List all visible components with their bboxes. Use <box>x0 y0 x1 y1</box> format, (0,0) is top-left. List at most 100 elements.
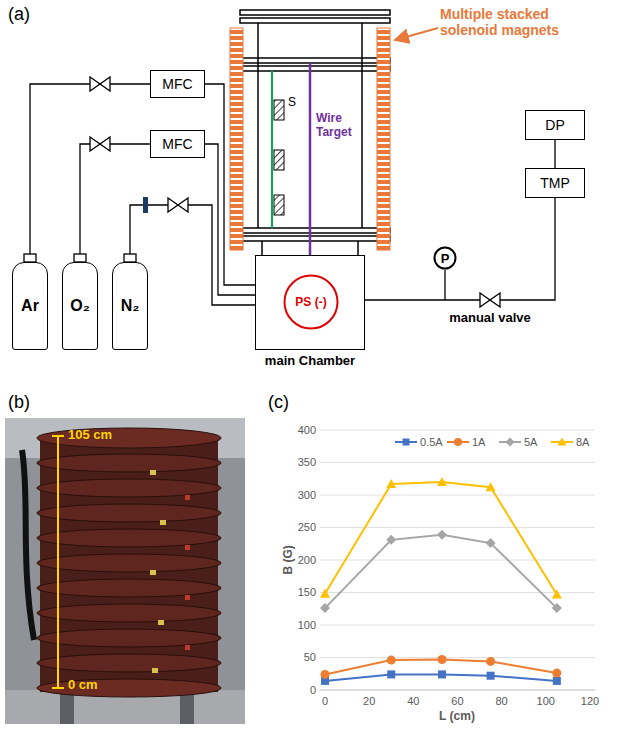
solenoid-magnets <box>230 28 438 250</box>
photo <box>37 654 221 672</box>
grid-line <box>320 592 595 593</box>
y-tick: 150 <box>298 586 316 599</box>
panel-label: (a) <box>8 4 30 25</box>
node-label: DP <box>545 117 564 133</box>
grid-line <box>320 527 595 528</box>
mass-flow-controller: MFC <box>150 130 205 158</box>
y-tick: 400 <box>298 424 316 437</box>
sample-holder <box>274 100 284 120</box>
x-tick: 40 <box>407 695 419 708</box>
data-marker <box>454 438 462 446</box>
legend-text: 1A <box>472 436 485 448</box>
pipe-line <box>554 140 555 168</box>
grid-line <box>320 430 595 431</box>
wire-target-line <box>309 63 312 273</box>
legend-swatch <box>447 437 469 447</box>
photo <box>160 520 166 525</box>
photo <box>37 504 221 522</box>
photo <box>185 545 190 550</box>
node-label: MFC <box>162 136 192 152</box>
photo <box>152 668 158 673</box>
circle-outline <box>435 248 456 269</box>
data-marker <box>558 438 567 446</box>
gauge-stub <box>444 270 445 300</box>
legend-item: 1A <box>447 436 485 448</box>
grid-line <box>320 625 595 626</box>
photo <box>185 595 190 600</box>
vacuum-tube <box>240 58 390 63</box>
y-tick: 50 <box>304 651 316 664</box>
photo <box>37 479 221 497</box>
data-marker <box>438 670 446 678</box>
vacuum-tube <box>240 236 390 241</box>
wire-label: Wire Target <box>316 112 364 140</box>
x-tick: 100 <box>537 695 555 708</box>
photo <box>37 629 221 647</box>
photo <box>37 428 221 448</box>
height-label: 0 cm <box>68 678 98 693</box>
axis-title: B (G) <box>282 545 296 574</box>
y-tick: 300 <box>298 489 316 502</box>
dry-pump: DP <box>525 110 585 140</box>
vacuum-tube <box>240 10 390 255</box>
axis-title: L (cm) <box>439 710 475 724</box>
pressure-gauge: P <box>433 246 457 270</box>
legend-item: 8A <box>551 436 589 448</box>
solenoid-magnets <box>395 28 438 40</box>
valve-symbols <box>90 137 110 151</box>
pipe-line <box>365 198 555 300</box>
data-marker <box>486 482 496 491</box>
node-label: N₂ <box>121 297 140 315</box>
data-marker <box>552 589 562 598</box>
mass-flow-controller: MFC <box>150 70 205 98</box>
cylinder-necks <box>24 254 36 262</box>
grid-line <box>320 560 595 561</box>
legend-swatch <box>395 437 417 447</box>
x-tick: 20 <box>363 695 375 708</box>
grid-line <box>320 495 595 496</box>
photo <box>37 554 221 572</box>
data-marker <box>387 670 395 678</box>
photo <box>5 418 245 724</box>
photo <box>52 435 64 437</box>
valve-label: manual valve <box>449 311 531 326</box>
x-tick: 80 <box>496 695 508 708</box>
photo <box>60 694 74 724</box>
photo <box>37 679 221 697</box>
data-marker <box>321 670 330 679</box>
data-marker <box>553 677 561 685</box>
photo <box>150 470 166 673</box>
photo <box>52 687 64 689</box>
vacuum-tube <box>240 10 390 15</box>
legend-text: 8A <box>576 436 589 448</box>
x-tick: 120 <box>581 695 599 708</box>
y-tick: 250 <box>298 521 316 534</box>
data-marker <box>320 603 330 613</box>
y-tick: 0 <box>310 684 316 697</box>
vacuum-tube <box>240 18 390 23</box>
cylinder-necks <box>24 254 136 262</box>
photo <box>37 529 221 547</box>
cylinder-necks <box>124 254 136 262</box>
x-tick: 0 <box>322 695 328 708</box>
photo <box>57 436 59 688</box>
legend-text: 5A <box>524 436 537 448</box>
data-marker <box>320 589 330 598</box>
height-label: 105 cm <box>68 428 112 443</box>
sample-holder <box>271 71 273 228</box>
data-marker <box>552 603 562 613</box>
photo <box>37 579 221 597</box>
data-marker <box>387 656 396 665</box>
panel-label: (c) <box>268 392 289 413</box>
node-label: Ar <box>21 297 39 315</box>
data-marker <box>437 477 447 486</box>
photo <box>185 495 190 650</box>
data-marker <box>386 535 396 545</box>
data-marker <box>486 538 496 548</box>
sample-holder <box>274 195 284 215</box>
circle-outline <box>285 276 338 329</box>
node-label: TMP <box>540 175 570 191</box>
data-marker <box>438 655 447 664</box>
data-marker <box>486 657 495 666</box>
